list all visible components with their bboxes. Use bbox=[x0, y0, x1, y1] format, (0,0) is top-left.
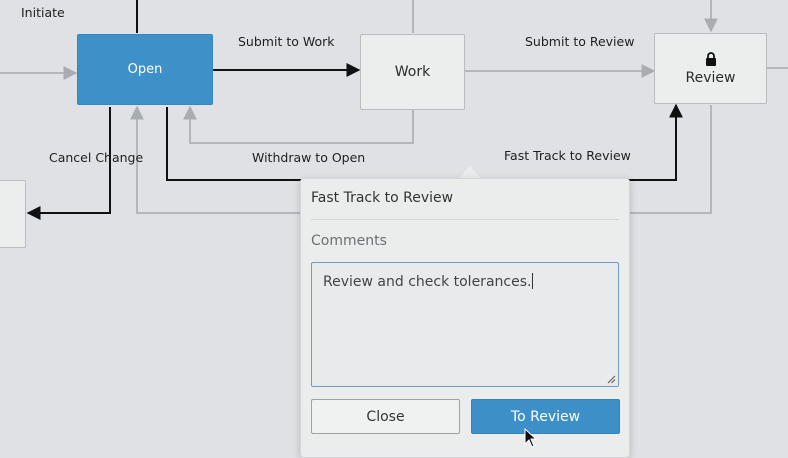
lock-icon bbox=[705, 51, 716, 66]
to-review-button[interactable]: To Review bbox=[471, 399, 620, 434]
dialog-divider bbox=[311, 219, 619, 220]
withdraw-to-open-connector bbox=[183, 105, 414, 144]
resize-grip-icon[interactable] bbox=[607, 375, 616, 384]
initiate-label: Initiate bbox=[21, 5, 65, 20]
mouse-cursor-icon bbox=[524, 428, 538, 448]
close-button[interactable]: Close bbox=[311, 399, 460, 434]
fast-track-dialog: Fast Track to Review Comments Review and… bbox=[300, 178, 630, 458]
fast-track-to-review-label: Fast Track to Review bbox=[504, 148, 631, 163]
comments-textarea[interactable]: Review and check tolerances. bbox=[311, 262, 619, 387]
withdraw-to-open-label: Withdraw to Open bbox=[252, 150, 366, 165]
comments-label: Comments bbox=[311, 233, 387, 249]
comments-text: Review and check tolerances. bbox=[323, 274, 532, 290]
submit-to-work-label: Submit to Work bbox=[238, 34, 335, 49]
work-node-label: Work bbox=[394, 64, 431, 80]
open-state-node[interactable]: Open bbox=[77, 34, 213, 105]
text-caret bbox=[532, 273, 534, 289]
submit-to-review-label: Submit to Review bbox=[525, 34, 635, 49]
cancel-change-label: Cancel Change bbox=[49, 150, 144, 165]
work-state-node[interactable]: Work bbox=[360, 34, 465, 110]
cancelled-state-node[interactable] bbox=[0, 180, 26, 248]
review-node-label: Review bbox=[685, 69, 736, 86]
review-state-node[interactable]: Review bbox=[654, 33, 767, 104]
cancel-change-connector bbox=[26, 107, 111, 220]
dialog-title: Fast Track to Review bbox=[311, 190, 454, 206]
open-node-label: Open bbox=[127, 62, 163, 77]
popover-pointer bbox=[458, 166, 482, 179]
